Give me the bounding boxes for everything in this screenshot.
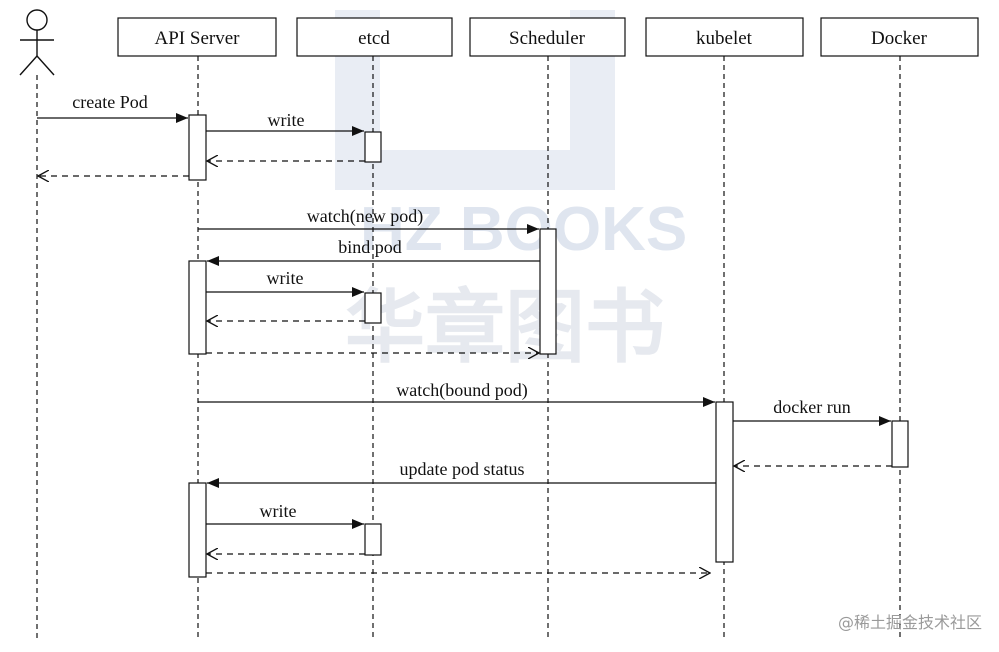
message-label: create Pod bbox=[72, 92, 147, 112]
participant-label: Scheduler bbox=[509, 28, 586, 49]
actor-user bbox=[19, 9, 55, 76]
activations bbox=[188, 114, 909, 578]
activation-bar bbox=[715, 401, 734, 563]
participant-label: API Server bbox=[155, 28, 241, 49]
message-label: bind pod bbox=[338, 237, 402, 257]
activation-bar bbox=[539, 228, 557, 355]
message-label: update pod status bbox=[400, 459, 525, 479]
activation-bar bbox=[188, 260, 207, 355]
activation-bar bbox=[188, 482, 207, 578]
participant-label: etcd bbox=[358, 28, 390, 49]
credit-text: @稀土掘金技术社区 bbox=[838, 613, 982, 632]
message-label: watch(new pod) bbox=[307, 206, 423, 227]
activation-bar bbox=[891, 420, 909, 468]
message-label: watch(bound pod) bbox=[396, 380, 527, 401]
participant-scheduler: Scheduler bbox=[469, 17, 626, 57]
watermark: HZ BOOKS 华章图书 bbox=[335, 10, 687, 374]
participant-etcd: etcd bbox=[296, 17, 453, 57]
participant-docker: Docker bbox=[820, 17, 979, 57]
message-label: write bbox=[268, 110, 305, 130]
activation-bar bbox=[188, 114, 207, 181]
participant-kubelet: kubelet bbox=[645, 17, 804, 57]
activation-bar bbox=[364, 523, 382, 556]
watermark-cn-text: 华章图书 bbox=[345, 281, 665, 374]
participant-api-server: API Server bbox=[117, 17, 277, 57]
activation-bar bbox=[364, 131, 382, 163]
participant-label: kubelet bbox=[696, 28, 753, 49]
participant-label: Docker bbox=[871, 28, 928, 49]
messages: create Pod write watch(new pod) bind pod… bbox=[37, 92, 892, 573]
actor-head bbox=[26, 9, 48, 31]
message-label: docker run bbox=[773, 397, 850, 417]
activation-bar bbox=[364, 292, 382, 324]
message-label: write bbox=[260, 501, 297, 521]
message-label: write bbox=[267, 268, 304, 288]
